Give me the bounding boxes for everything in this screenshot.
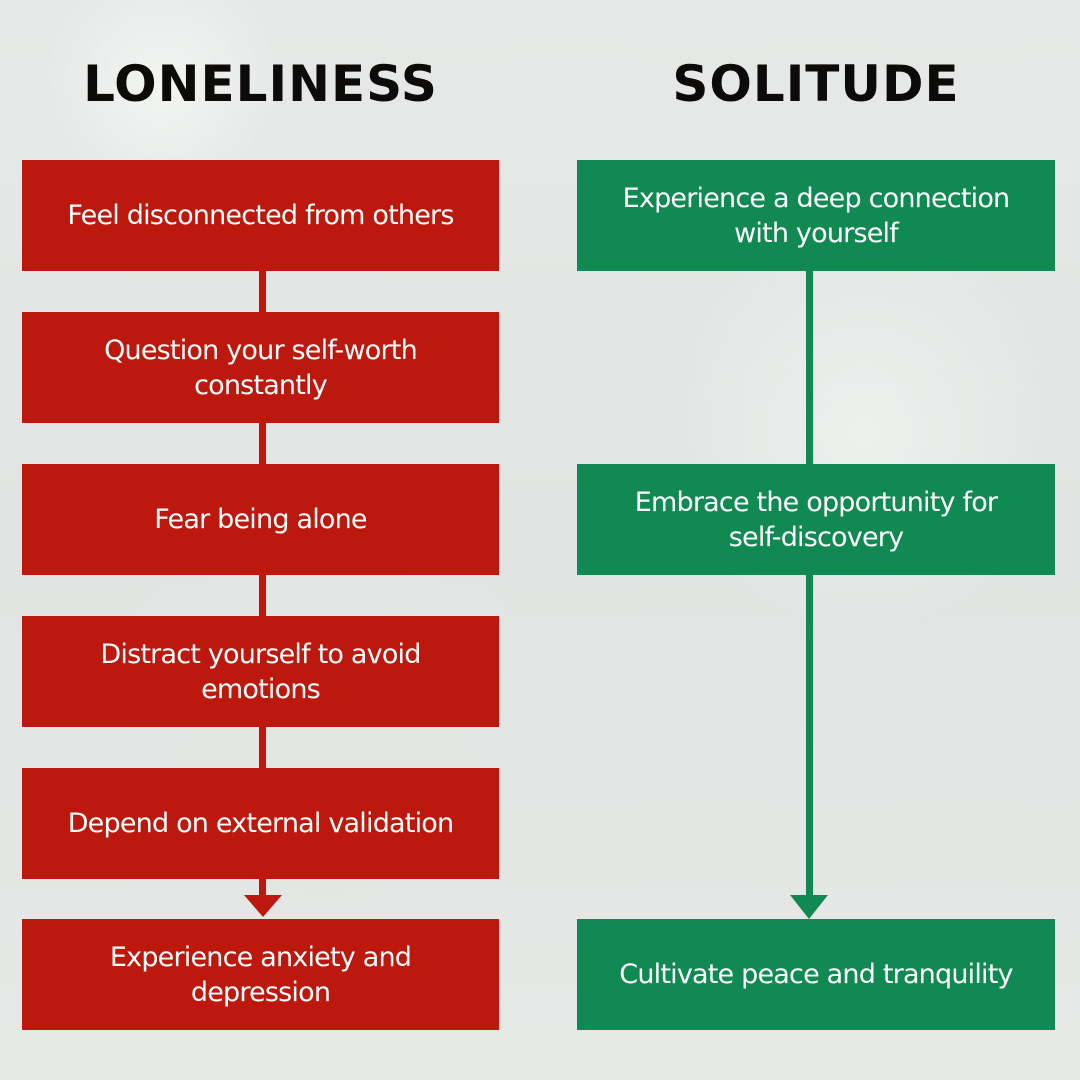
step-label: Feel disconnected from others <box>67 200 454 231</box>
solitude-step-2: Embrace the opportunity for self-discove… <box>577 464 1055 575</box>
step-label: Depend on external validation <box>67 808 454 839</box>
connector-line <box>259 271 266 312</box>
solitude-title: SOLITUDE <box>672 55 960 113</box>
connector-line <box>259 423 266 464</box>
step-label: Question your self-worth constantly <box>104 334 418 401</box>
step-label: Fear being alone <box>154 504 367 535</box>
connector-line <box>806 271 813 464</box>
step-label: Distract yourself to avoid emotions <box>100 638 421 705</box>
loneliness-title: LONELINESS <box>83 55 438 113</box>
step-label: Experience a deep connection with yourse… <box>622 182 1011 249</box>
step-label: Cultivate peace and tranquility <box>619 959 1013 990</box>
connector-line <box>259 727 266 768</box>
step-label: Experience anxiety and depression <box>109 941 412 1008</box>
step-label: Embrace the opportunity for self-discove… <box>634 486 998 553</box>
loneliness-step-3: Fear being alone <box>22 464 499 575</box>
connector-line <box>259 575 266 616</box>
solitude-step-1: Experience a deep connection with yourse… <box>577 160 1055 271</box>
loneliness-step-4: Distract yourself to avoid emotions <box>22 616 499 727</box>
connector-line <box>259 879 266 897</box>
loneliness-step-2: Question your self-worth constantly <box>22 312 499 423</box>
arrow-down-icon <box>244 895 282 917</box>
loneliness-step-1: Feel disconnected from others <box>22 160 499 271</box>
connector-line <box>806 575 813 897</box>
solitude-step-3: Cultivate peace and tranquility <box>577 919 1055 1030</box>
loneliness-step-5: Depend on external validation <box>22 768 499 879</box>
arrow-down-icon <box>790 895 828 919</box>
loneliness-step-6: Experience anxiety and depression <box>22 919 499 1030</box>
